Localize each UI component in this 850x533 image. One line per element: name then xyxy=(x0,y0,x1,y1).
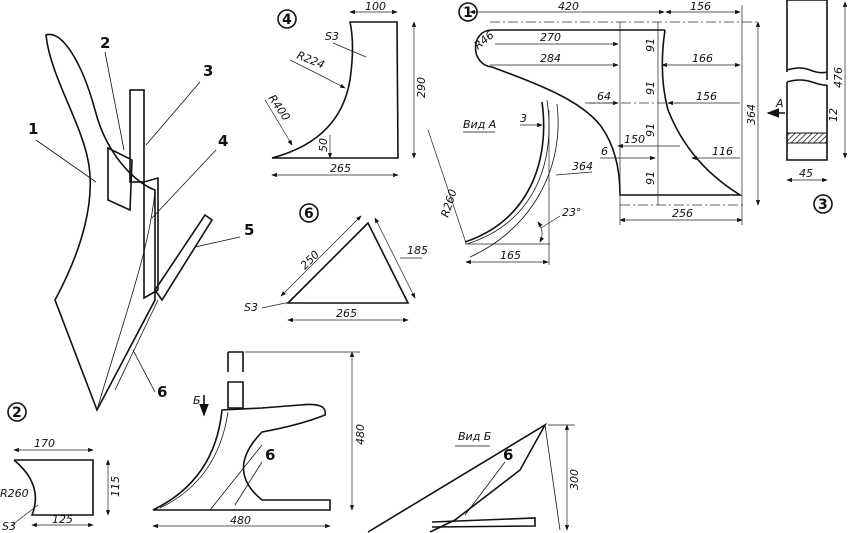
view-b-height: 300 xyxy=(568,469,581,490)
part-1-dim-156: 156 xyxy=(696,90,717,103)
view-b-arrow-label: Б xyxy=(193,394,201,407)
part-3-width: 45 xyxy=(799,167,813,180)
view-a-angle: 23° xyxy=(562,206,582,219)
part-label-1: 1 xyxy=(28,120,38,138)
part-2-bottom-dim: 125 xyxy=(52,513,73,526)
side-view-drawing: Б 6 480 480 xyxy=(152,351,367,529)
part-2-height-dim: 115 xyxy=(109,476,122,497)
part-4-height-dim: 290 xyxy=(415,77,428,98)
part-6-thickness: S3 xyxy=(244,301,258,314)
side-view-part-label: 6 xyxy=(265,446,275,464)
part-label-4: 4 xyxy=(218,132,228,150)
part-1-number: 1 xyxy=(463,5,473,21)
view-b-part-label: 6 xyxy=(503,446,513,464)
part-label-2: 2 xyxy=(100,34,110,52)
part-3-number: 3 xyxy=(818,197,828,213)
view-a-title: Вид А xyxy=(463,118,496,131)
view-b-title: Вид Б xyxy=(458,430,491,443)
part-4-top-dim: 100 xyxy=(365,0,386,13)
part-6-side-b: 185 xyxy=(407,244,428,257)
part-1-dim-91: 91 xyxy=(644,171,657,185)
part-3-drawing: 476 12 45 3 xyxy=(786,0,848,214)
part-1-dim-64: 64 xyxy=(597,90,611,103)
part-4-number: 4 xyxy=(282,12,292,28)
view-a-arrow-label: A xyxy=(775,97,784,110)
view-a-thickness: 3 xyxy=(520,112,527,125)
part-1-dim-156-top: 156 xyxy=(690,0,711,13)
part-1-dim-6: 6 xyxy=(601,145,608,158)
part-label-5: 5 xyxy=(244,221,254,239)
view-b-drawing: Вид Б 6 300 xyxy=(367,422,581,533)
part-1-drawing: 1 420 156 R46 270 284 166 156 64 150 6 1… xyxy=(458,0,785,225)
part-1-dim-91: 91 xyxy=(644,81,657,95)
side-view-length: 480 xyxy=(230,514,251,527)
part-1-dim-364: 364 xyxy=(745,104,758,125)
side-view-height: 480 xyxy=(354,424,367,445)
part-label-6: 6 xyxy=(157,383,167,401)
part-4-bottom-dim: 265 xyxy=(330,162,351,175)
part-3-hatch-dim: 12 xyxy=(827,108,840,122)
part-4-drawing: 4 100 290 265 50 R224 R400 S3 xyxy=(264,0,428,178)
part-1-dim-256: 256 xyxy=(672,207,693,220)
view-a-drawing: Вид А 3 364 23° 165 R260 xyxy=(427,99,593,265)
view-a-arc-length: 364 xyxy=(572,160,593,173)
part-1-dim-91: 91 xyxy=(644,123,657,137)
part-2-drawing: 2 170 115 125 R260 S3 xyxy=(0,402,122,533)
part-6-side-a: 250 xyxy=(298,248,322,272)
part-4-thickness: S3 xyxy=(325,30,339,43)
part-2-number: 2 xyxy=(12,405,22,421)
part-1-dim-420: 420 xyxy=(558,0,579,13)
part-1-dim-150: 150 xyxy=(624,133,645,146)
part-6-drawing: 6 250 185 265 S3 xyxy=(244,203,428,323)
part-6-base: 265 xyxy=(336,307,357,320)
part-1-dim-91: 91 xyxy=(644,38,657,52)
part-6-number: 6 xyxy=(304,206,314,222)
part-1-dim-284: 284 xyxy=(540,52,561,65)
part-2-radius: R260 xyxy=(0,487,29,500)
part-2-top-dim: 170 xyxy=(34,437,55,450)
part-1-dim-166: 166 xyxy=(692,52,713,65)
plow-assembly: 1 2 3 4 5 6 xyxy=(28,33,254,412)
part-1-dim-116: 116 xyxy=(712,145,733,158)
part-4-offset-dim: 50 xyxy=(317,138,330,152)
part-2-thickness: S3 xyxy=(2,520,16,533)
part-label-3: 3 xyxy=(203,62,213,80)
view-a-width: 165 xyxy=(500,249,521,262)
part-4-r224: R224 xyxy=(295,49,326,72)
part-3-height: 476 xyxy=(832,67,845,88)
part-1-dim-270: 270 xyxy=(540,31,561,44)
